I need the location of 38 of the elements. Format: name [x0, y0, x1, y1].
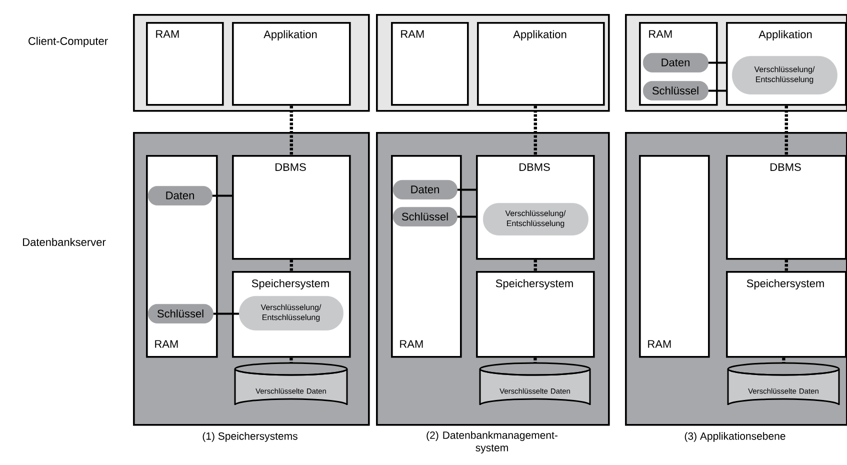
- row-label: Datenbankserver: [23, 238, 106, 246]
- pill: Daten: [393, 180, 458, 200]
- connector-line: [212, 194, 232, 197]
- pill: Verschlüsselung/ Entschlüsselung: [483, 203, 588, 236]
- row-label: Client-Computer: [28, 36, 108, 48]
- component-box: Applikation: [477, 22, 605, 106]
- component-box: RAM: [146, 22, 224, 106]
- connector-line: [290, 260, 293, 271]
- pill: Daten: [148, 186, 212, 206]
- component-box: RAM: [391, 22, 469, 106]
- component-box: Speichersystem: [726, 271, 847, 358]
- connector-line: [534, 106, 537, 155]
- connector-line: [708, 90, 726, 92]
- connector-line: [457, 216, 476, 218]
- caption: (1) Speichersystems: [202, 432, 298, 442]
- connector-line: [708, 62, 726, 64]
- pill: Schlüssel: [643, 81, 708, 100]
- connector-line: [784, 106, 788, 155]
- pill: Verschlüsselung/ Entschlüsselung: [239, 296, 344, 330]
- caption: (3) Applikationsebene: [684, 432, 786, 442]
- caption: (2) Datenbankmanagement-system: [426, 431, 558, 454]
- component-box: Speichersystem: [476, 271, 595, 358]
- pill: Daten: [643, 53, 708, 72]
- component-box: DBMS: [232, 155, 351, 260]
- connector-line: [534, 358, 537, 363]
- connector-line: [784, 260, 788, 271]
- connector-line: [213, 312, 239, 315]
- connector-line: [457, 188, 476, 191]
- pill: Schlüssel: [148, 304, 214, 324]
- component-box: RAM: [639, 155, 710, 358]
- pill: Verschlüsselung/ Entschlüsselung: [732, 56, 838, 94]
- connector-line: [290, 358, 293, 363]
- component-box: Applikation: [232, 22, 351, 106]
- connector-line: [782, 358, 786, 363]
- component-box: DBMS: [726, 155, 847, 260]
- connector-line: [534, 260, 537, 271]
- pill: Schlüssel: [393, 207, 458, 226]
- connector-line: [290, 106, 293, 155]
